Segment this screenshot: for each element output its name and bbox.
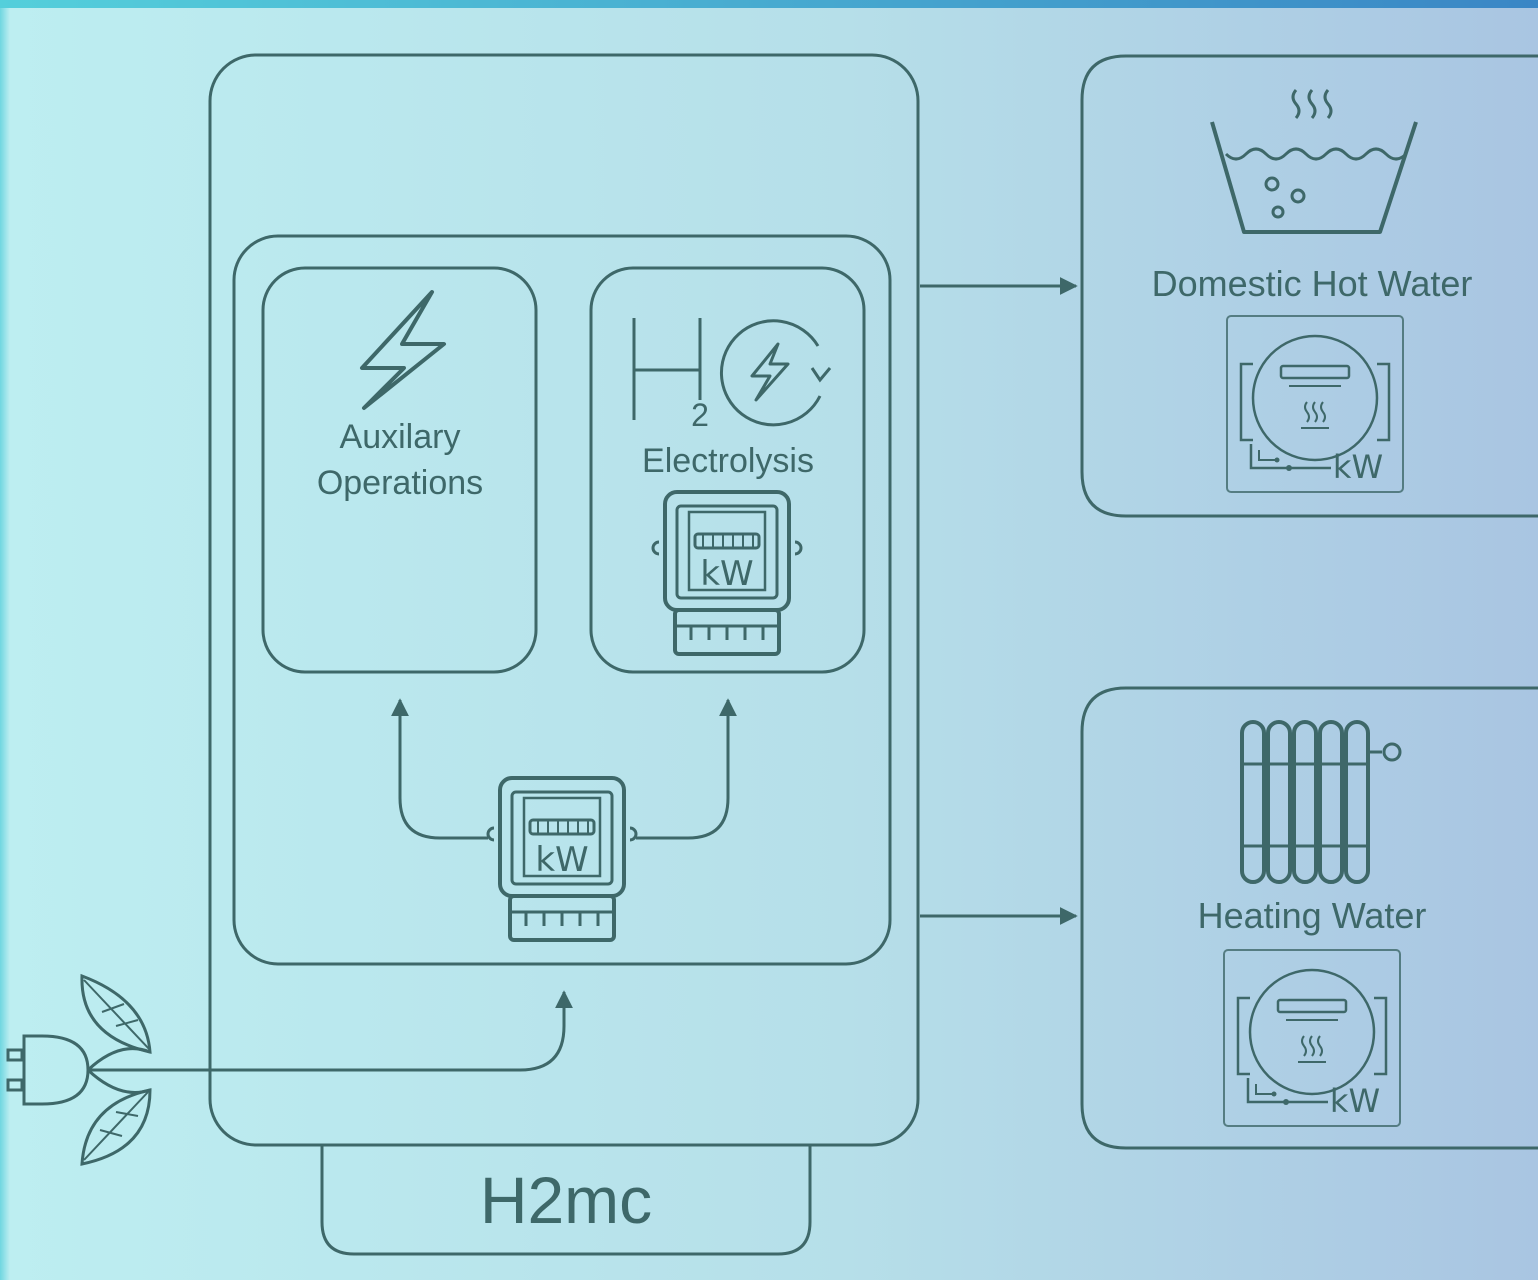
heating-water-label: Heating Water (1198, 895, 1427, 936)
heating-water-box: Heating Water kW (1080, 686, 1538, 1150)
main-meter-icon: kW (486, 776, 638, 942)
lightning-icon (360, 290, 446, 410)
arrow-supply-to-meter (90, 990, 573, 1072)
green-plug-icon (6, 973, 152, 1166)
left-edge-accent (0, 0, 10, 1280)
heating-water-meter-unit: kW (1330, 1082, 1380, 1120)
domestic-hot-water-meter-icon: kW (1225, 314, 1405, 494)
electrolysis-label: Electrolysis (642, 442, 814, 480)
heating-water-meter-icon: kW (1222, 948, 1402, 1128)
auxiliary-operations-box: Auxilary Operations (261, 266, 538, 674)
h2mc-unit: H2mc (208, 53, 920, 1256)
domestic-hot-water-box: Domestic Hot Water kW (1080, 54, 1538, 518)
inner-system-box (232, 234, 892, 966)
main-meter-unit: kW (535, 840, 588, 880)
h2-electrolysis-icon: 2 (632, 318, 832, 433)
radiator-icon (1240, 720, 1402, 884)
domestic-hot-water-label: Domestic Hot Water (1152, 263, 1473, 304)
h2mc-base (320, 1146, 812, 1256)
h2mc-title: H2mc (480, 1163, 652, 1237)
h2-subscript: 2 (691, 397, 709, 433)
h2mc-outer-box (208, 53, 920, 1147)
arrow-to-electrolysis (636, 698, 737, 840)
electrolysis-box: 2 Electrolysis kW (589, 266, 866, 674)
auxiliary-label-line1: Auxilary (340, 418, 461, 456)
electrolysis-meter-unit: kW (700, 554, 753, 594)
electrolysis-meter-icon: kW (651, 490, 803, 656)
auxiliary-label-line2: Operations (317, 464, 483, 502)
domestic-hot-water-meter-unit: kW (1333, 448, 1383, 486)
arrow-to-auxiliary (391, 698, 488, 840)
top-accent-bar (0, 0, 1538, 8)
hot-water-basin-icon (1210, 89, 1418, 234)
